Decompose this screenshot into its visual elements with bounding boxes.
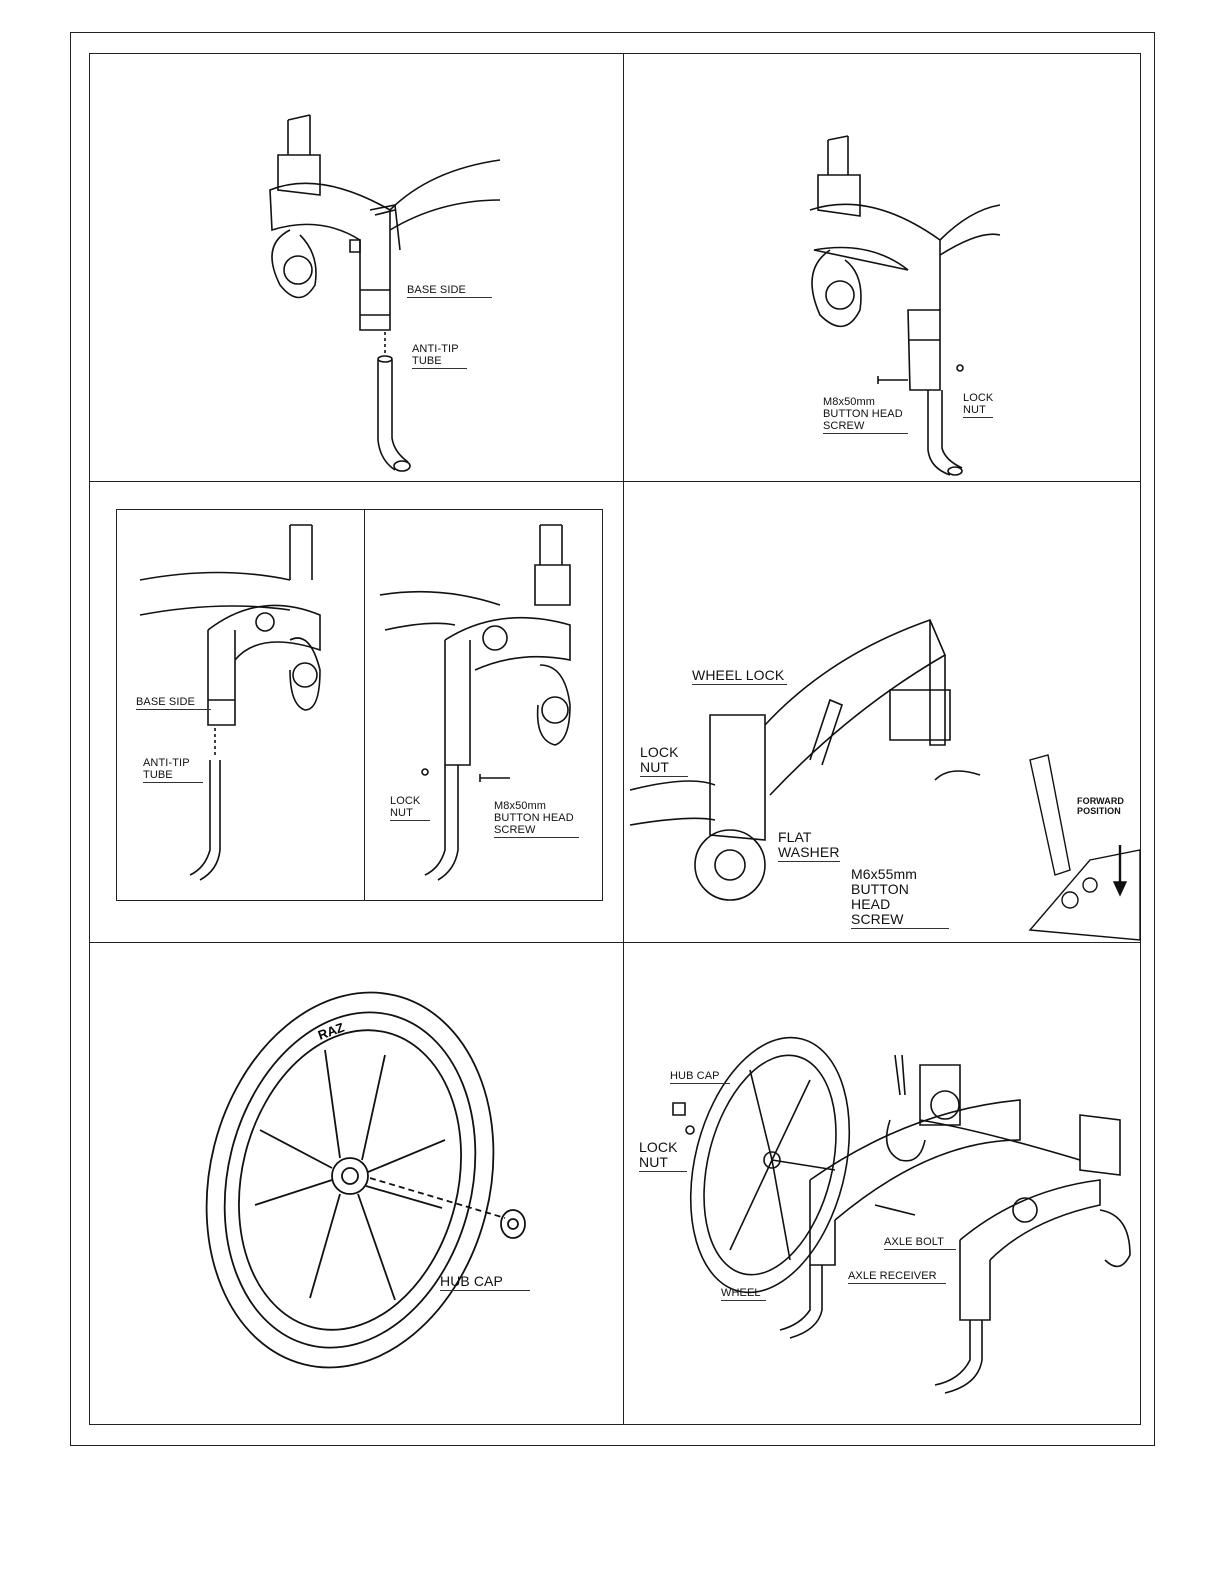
p3-screw-label: M8x50mm BUTTON HEAD SCREW (494, 800, 579, 838)
p4-flat-washer-label: FLAT WASHER (778, 830, 840, 862)
panel-6-assembly-drawing (660, 1020, 1140, 1400)
grid-row-divider-1 (89, 481, 1141, 482)
p2-lock-nut-label: LOCK NUT (963, 392, 993, 418)
panel-5-wheel-drawing: RAZ (180, 980, 560, 1380)
p3-base-side-label: BASE SIDE (136, 696, 211, 710)
p6-hub-cap-label: HUB CAP (670, 1070, 730, 1084)
p6-wheel-label: WHEEL (721, 1287, 766, 1301)
p4-lock-nut-label: LOCK NUT (640, 745, 688, 777)
p3-anti-tip-tube-label: ANTI-TIP TUBE (143, 757, 203, 783)
panel-3-inset-divider (364, 509, 365, 901)
p4-screw-label: M6x55mm BUTTON HEAD SCREW (851, 867, 949, 929)
p1-anti-tip-tube-label: ANTI-TIP TUBE (412, 343, 467, 369)
p4-forward-position-label: FORWARD POSITION (1077, 796, 1137, 816)
p6-axle-receiver-label: AXLE RECEIVER (848, 1270, 946, 1284)
p3-lock-nut-label: LOCK NUT (390, 795, 430, 821)
grid-column-divider (623, 53, 624, 1425)
grid-row-divider-2 (89, 942, 1141, 943)
p1-base-side-label: BASE SIDE (407, 284, 492, 298)
p5-hub-cap-label: HUB CAP (440, 1274, 530, 1291)
p4-wheel-lock-label: WHEEL LOCK (692, 668, 787, 685)
p2-screw-label: M8x50mm BUTTON HEAD SCREW (823, 396, 908, 434)
p6-lock-nut-label: LOCK NUT (639, 1140, 687, 1172)
p6-axle-bolt-label: AXLE BOLT (884, 1236, 956, 1250)
